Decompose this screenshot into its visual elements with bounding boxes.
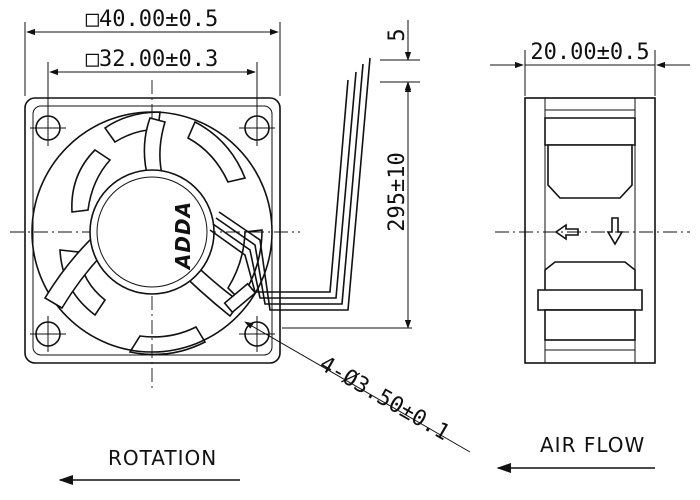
mounting-holes xyxy=(30,110,275,352)
lead-length-label: 295±10 xyxy=(385,152,410,231)
blade-size-label: □32.00±0.3 xyxy=(86,47,218,72)
lead-wires xyxy=(209,57,371,311)
blade-1 xyxy=(71,148,112,213)
hole-spec-label: 4-Ø3.50±0.1 xyxy=(315,352,454,447)
side-frame-outline xyxy=(524,97,656,364)
outer-size-label: □40.00±0.5 xyxy=(86,7,218,32)
hole-spec-leader xyxy=(244,321,471,453)
wire-clip xyxy=(223,282,257,314)
depth-label: 20.00±0.5 xyxy=(530,40,649,65)
motor-hub-inner-ring xyxy=(96,176,208,288)
front-view: ADDA □40.00±0.5 □32.00±0.3 5 295±10 xyxy=(10,7,471,486)
lower-frame-block xyxy=(544,309,636,341)
upper-blade-section xyxy=(547,144,633,199)
lead-offset-label: 5 xyxy=(385,28,410,41)
side-view: 20.00±0.5 AIR FLOW xyxy=(490,40,690,474)
blade-3 xyxy=(128,325,207,356)
upper-flange xyxy=(544,117,636,146)
blade-5 xyxy=(186,120,247,183)
lower-flange xyxy=(537,289,643,311)
motor-hub xyxy=(89,169,215,295)
small-left-arrow-icon xyxy=(554,223,579,241)
hub-logo: ADDA xyxy=(171,201,195,271)
rotation-label: ROTATION xyxy=(108,446,217,470)
air-flow-label: AIR FLOW xyxy=(540,433,645,457)
fan-frame-outline xyxy=(24,97,281,364)
small-down-arrow-icon xyxy=(606,217,624,246)
